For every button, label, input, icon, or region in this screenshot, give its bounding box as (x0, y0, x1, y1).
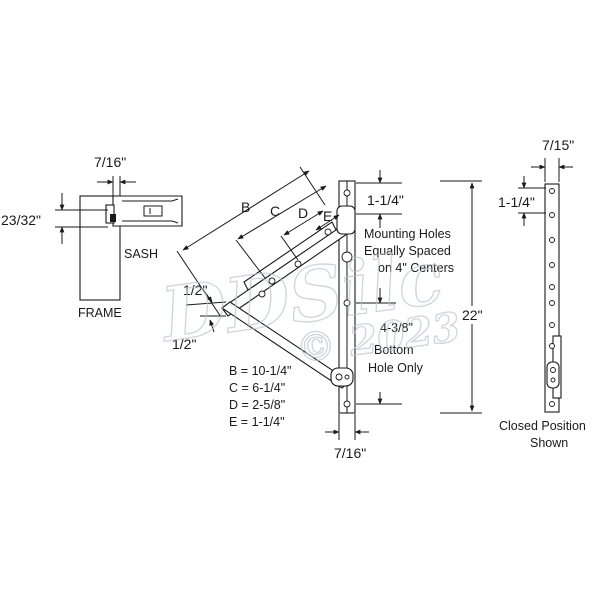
dimension-legend: B = 10-1/4" C = 6-1/4" D = 2-5/8" E = 1-… (229, 364, 291, 429)
closed-position-view: 7/15" 1-1/4" Closed Position Shown (498, 137, 586, 450)
bottom-note-line-1: Bottom (374, 343, 414, 357)
mounting-note-line-1: Mounting Holes (364, 227, 451, 241)
frame-sash-detail: 7/16" 23/32" SASH FRAME (1, 154, 183, 320)
overall-length-dim: 22" (462, 307, 483, 323)
watermark: DDSilc © 2023 (154, 234, 464, 374)
frame-height-dim: 23/32" (1, 212, 41, 228)
dim-e-label: E (323, 208, 332, 224)
offset-top-dim: 1/2" (183, 282, 207, 298)
legend-b: B = 10-1/4" (229, 364, 291, 378)
track-width-dim: 7/16" (334, 445, 366, 461)
mounting-note-line-2: Equally Spaced (364, 244, 451, 258)
bottom-note-line-2: Hole Only (368, 361, 424, 375)
dim-d-label: D (298, 205, 308, 221)
frame-width-dim: 7/16" (94, 154, 126, 170)
dim-c-label: C (270, 203, 280, 219)
mounting-note-line-3: on 4" Centers (378, 261, 454, 275)
open-operator-view: B C D E 1/2" 1/2" 1-1/4" Mounting Holes … (172, 166, 491, 461)
closed-top-dim: 1-1/4" (498, 194, 535, 210)
legend-c: C = 6-1/4" (229, 381, 285, 395)
offset-bottom-dim: 1/2" (172, 336, 196, 352)
closed-width-dim: 7/15" (542, 137, 574, 153)
frame-label: FRAME (78, 306, 122, 320)
top-hole-dim: 1-1/4" (367, 192, 404, 208)
sash-label: SASH (124, 247, 158, 261)
closed-caption-line-1: Closed Position (499, 419, 586, 433)
legend-d: D = 2-5/8" (229, 398, 285, 412)
closed-caption-line-2: Shown (530, 436, 568, 450)
dim-b-label: B (241, 199, 250, 215)
legend-e: E = 1-1/4" (229, 415, 285, 429)
bottom-hole-dim: 4-3/8" (380, 321, 413, 335)
